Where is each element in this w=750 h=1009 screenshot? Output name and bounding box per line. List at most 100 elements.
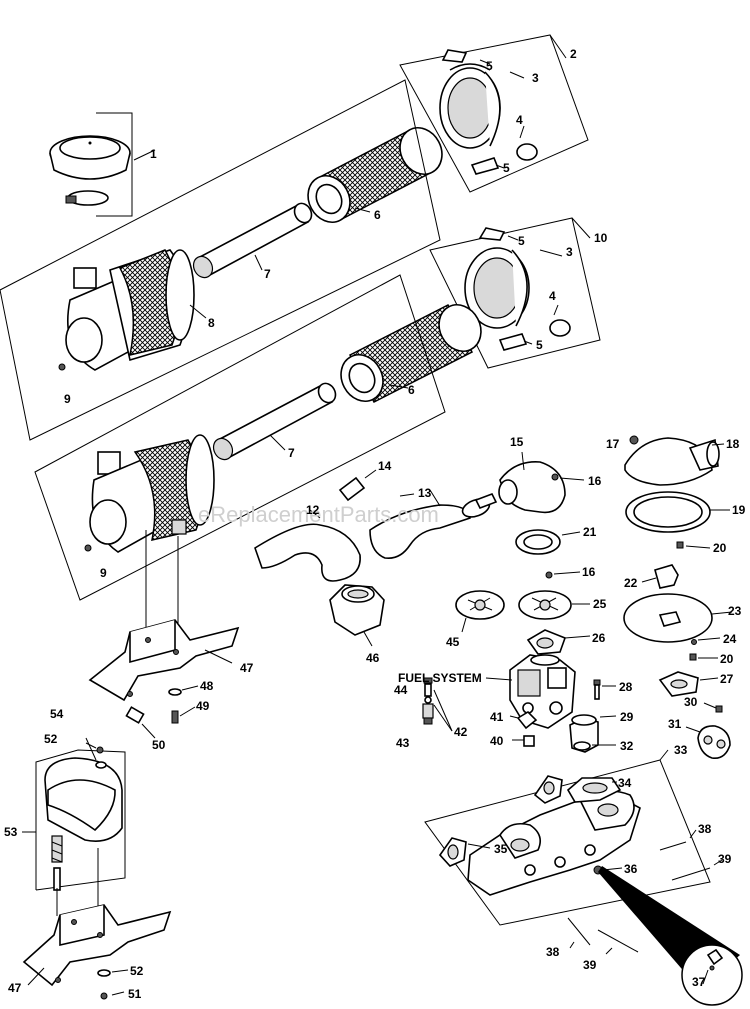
mounting-bracket-lower [22,904,172,1000]
callout-9a: 9 [64,392,71,406]
callout-10: 10 [594,231,608,245]
manifold-assembly [424,749,723,926]
callout-16a: 16 [588,474,602,488]
callout-32: 32 [620,739,634,753]
precleaner-cap-group [49,112,156,217]
callout-38a: 38 [698,822,712,836]
callout-38b: 38 [546,945,560,959]
callout-17: 17 [606,437,620,451]
callout-13: 13 [418,486,432,500]
band-clamp-assembly [22,737,126,924]
adapter-46 [329,584,385,647]
watermark: eReplacementParts.com [198,502,439,527]
callout-15: 15 [510,435,524,449]
mixer-plates [455,571,590,633]
callout-3a: 3 [532,71,539,85]
fittings-40-41 [509,710,538,747]
small-part-24 [691,637,721,645]
fuel-system-label: FUEL SYSTEM [398,671,482,685]
inner-tube-lower [212,382,337,461]
callout-42: 42 [454,725,468,739]
inner-tube-upper [192,202,313,279]
end-cap-kit-upper [399,34,589,193]
callout-4b: 4 [549,289,556,303]
intake-hoses [254,469,498,582]
callout-44: 44 [394,683,408,697]
cover-18 [624,435,725,486]
callout-5c: 5 [518,234,525,248]
callout-21: 21 [583,525,597,539]
callout-20b: 20 [720,652,734,666]
callout-31: 31 [668,717,682,731]
gasket-27 [658,671,719,697]
callout-50: 50 [152,738,166,752]
callout-37: 37 [692,975,706,989]
callout-24: 24 [723,632,737,646]
callout-51: 51 [128,987,142,1001]
bolts-38-39 [567,917,639,955]
callout-5a: 5 [486,59,493,73]
callout-29: 29 [620,710,634,724]
callout-6a: 6 [374,208,381,222]
air-cleaner-housing-lower [34,274,446,601]
filter-element-upper [307,127,443,223]
gasket-26 [526,629,591,655]
gasket-21 [515,529,581,555]
callout-35: 35 [494,842,508,856]
screws-20 [676,541,718,661]
filter-element-lower [340,303,482,404]
callout-43: 43 [396,736,410,750]
callout-49: 49 [196,699,210,713]
callout-52a: 52 [44,732,58,746]
callout-8: 8 [208,316,215,330]
callout-25: 25 [593,597,607,611]
callout-6b: 6 [408,383,415,397]
callout-36: 36 [624,862,638,876]
washer-32 [573,741,616,751]
air-cleaner-housing-upper [0,79,441,441]
callout-47b: 47 [8,981,22,995]
callout-9b: 9 [100,566,107,580]
callout-14: 14 [378,459,392,473]
callout-39b: 39 [583,958,597,972]
housing-31 [685,702,731,760]
callout-20a: 20 [713,541,727,555]
callout-4a: 4 [516,113,523,127]
callout-48: 48 [200,679,214,693]
screw-28 [593,679,616,700]
callout-5d: 5 [536,338,543,352]
callout-3b: 3 [566,245,573,259]
callout-40: 40 [490,734,504,748]
callout-19: 19 [732,503,746,517]
fuel-system-regulator [485,654,576,729]
callout-54: 54 [50,707,64,721]
callout-53: 53 [4,825,18,839]
callout-28: 28 [619,680,633,694]
callout-41: 41 [490,710,504,724]
callout-5b: 5 [503,161,510,175]
hardware-48-50 [125,685,199,739]
callout-39a: 39 [718,852,732,866]
valve-42-44 [422,677,453,732]
callout-33: 33 [674,743,688,757]
gasket-19 [625,491,730,533]
callout-7a: 7 [264,267,271,281]
callout-12: 12 [306,503,320,517]
callout-1: 1 [150,147,157,161]
callout-27: 27 [720,672,734,686]
callout-23: 23 [728,604,742,618]
magnifier-detail-37 [598,866,743,1006]
elbow-assembly [498,451,585,514]
bracket-22 [641,564,679,589]
end-cap-kit-lower [429,217,601,369]
callout-46: 46 [366,651,380,665]
callout-2: 2 [570,47,577,61]
callout-26: 26 [592,631,606,645]
callout-47a: 47 [240,661,254,675]
callout-52b: 52 [130,964,144,978]
diaphragm-23 [623,593,733,643]
callout-22: 22 [624,576,638,590]
callout-18: 18 [726,437,740,451]
callout-7b: 7 [288,446,295,460]
